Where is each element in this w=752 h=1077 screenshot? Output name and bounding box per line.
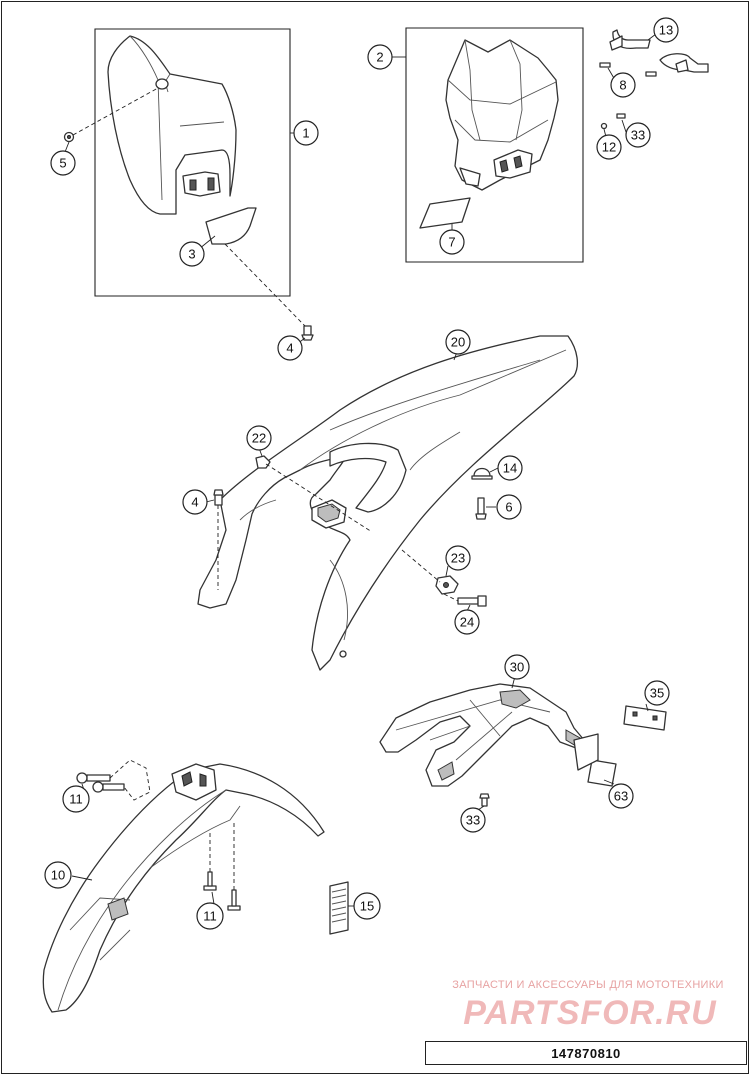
screw-33-top — [616, 113, 626, 119]
callout-33-low: 33 — [460, 807, 486, 833]
svg-text:22: 22 — [252, 431, 266, 446]
svg-text:30: 30 — [510, 660, 524, 675]
callout-1: 1 — [293, 120, 319, 146]
callout-7: 7 — [439, 229, 465, 255]
callout-30: 30 — [504, 654, 530, 680]
leader-63 — [603, 779, 615, 785]
clamp-13 — [609, 29, 709, 73]
plate-30b — [573, 733, 599, 771]
pad-63 — [587, 759, 617, 787]
leader-35 — [645, 703, 649, 712]
screw-4-top — [301, 325, 314, 341]
front-fender-10 — [42, 763, 325, 1013]
callout-4-mid: 4 — [182, 489, 208, 515]
callout-24: 24 — [454, 609, 480, 635]
svg-text:11: 11 — [69, 792, 83, 807]
watermark-tagline: ЗАПЧАСТИ И АКСЕССУАРЫ ДЛЯ МОТОТЕХНИКИ — [452, 979, 724, 991]
leader-11-lower — [211, 891, 215, 905]
callout-13: 13 — [653, 17, 679, 43]
svg-text:14: 14 — [503, 461, 517, 476]
leader-14 — [489, 467, 499, 473]
vent-15 — [329, 881, 349, 935]
svg-text:33: 33 — [631, 128, 645, 143]
callout-35: 35 — [644, 680, 670, 706]
callout-11-upper: 11 — [62, 785, 90, 813]
svg-text:5: 5 — [59, 156, 66, 171]
callout-23: 23 — [445, 545, 471, 571]
dash-23 — [401, 549, 441, 583]
screws-8 — [599, 62, 657, 77]
dash-5 — [72, 87, 159, 136]
group-box-1 — [94, 28, 291, 297]
dash-4-top — [224, 243, 306, 327]
callout-63: 63 — [608, 783, 634, 809]
callout-2: 2 — [367, 44, 393, 70]
sticker-7 — [419, 197, 471, 229]
callout-12: 12 — [596, 134, 622, 160]
washer-12 — [600, 122, 608, 130]
drawing-number-box: 147870810 — [425, 1041, 747, 1065]
svg-text:7: 7 — [448, 235, 455, 250]
svg-text:12: 12 — [602, 140, 616, 155]
callout-22: 22 — [246, 425, 272, 451]
reflector-35 — [623, 705, 667, 731]
svg-text:2: 2 — [376, 50, 383, 65]
drawing-number: 147870810 — [551, 1045, 621, 1061]
watermark-logo: PARTSFOR.RU — [463, 994, 717, 1032]
svg-text:13: 13 — [659, 23, 673, 38]
nut-5 — [63, 131, 75, 143]
callout-20: 20 — [445, 329, 471, 355]
callout-6: 6 — [496, 494, 522, 520]
bolt-24 — [457, 595, 487, 607]
callout-14: 14 — [497, 455, 523, 481]
leader-23 — [445, 565, 449, 577]
svg-text:4: 4 — [286, 341, 293, 356]
svg-text:35: 35 — [650, 686, 664, 701]
callout-15: 15 — [353, 892, 381, 920]
headlight-mask-front — [445, 39, 559, 191]
leader-33-top — [621, 119, 627, 133]
rear-fender-20 — [197, 335, 579, 671]
svg-text:20: 20 — [451, 335, 465, 350]
svg-text:10: 10 — [51, 868, 65, 883]
svg-text:3: 3 — [188, 247, 195, 262]
grommet-14 — [471, 467, 493, 480]
callout-5: 5 — [50, 150, 76, 176]
callout-10: 10 — [44, 861, 72, 889]
svg-text:1: 1 — [302, 126, 309, 141]
svg-text:11: 11 — [203, 909, 217, 924]
headlight-mask-side — [107, 35, 237, 215]
nut-22 — [255, 455, 271, 469]
svg-text:15: 15 — [360, 899, 374, 914]
callout-4-top: 4 — [277, 335, 303, 361]
callout-8: 8 — [610, 72, 636, 98]
dash-24 — [443, 593, 459, 602]
screw-6 — [475, 497, 487, 520]
dash-11-upper — [109, 759, 151, 801]
screws-11-upper — [76, 772, 125, 793]
leader-10 — [71, 875, 93, 881]
rear-bracket-30 — [379, 683, 585, 787]
callout-11-lower: 11 — [196, 902, 224, 930]
screw-33-low — [479, 793, 490, 807]
svg-text:33: 33 — [466, 813, 480, 828]
svg-text:63: 63 — [614, 789, 628, 804]
svg-text:23: 23 — [451, 551, 465, 566]
svg-text:24: 24 — [460, 615, 474, 630]
screw-4-mid — [213, 489, 224, 506]
group-box-2 — [405, 27, 584, 263]
svg-text:4: 4 — [191, 495, 198, 510]
callout-3: 3 — [179, 241, 205, 267]
svg-text:6: 6 — [505, 500, 512, 515]
nut-23 — [435, 575, 459, 595]
bracket-plate-3 — [205, 207, 257, 245]
svg-text:8: 8 — [619, 78, 626, 93]
callout-33-top: 33 — [625, 122, 651, 148]
